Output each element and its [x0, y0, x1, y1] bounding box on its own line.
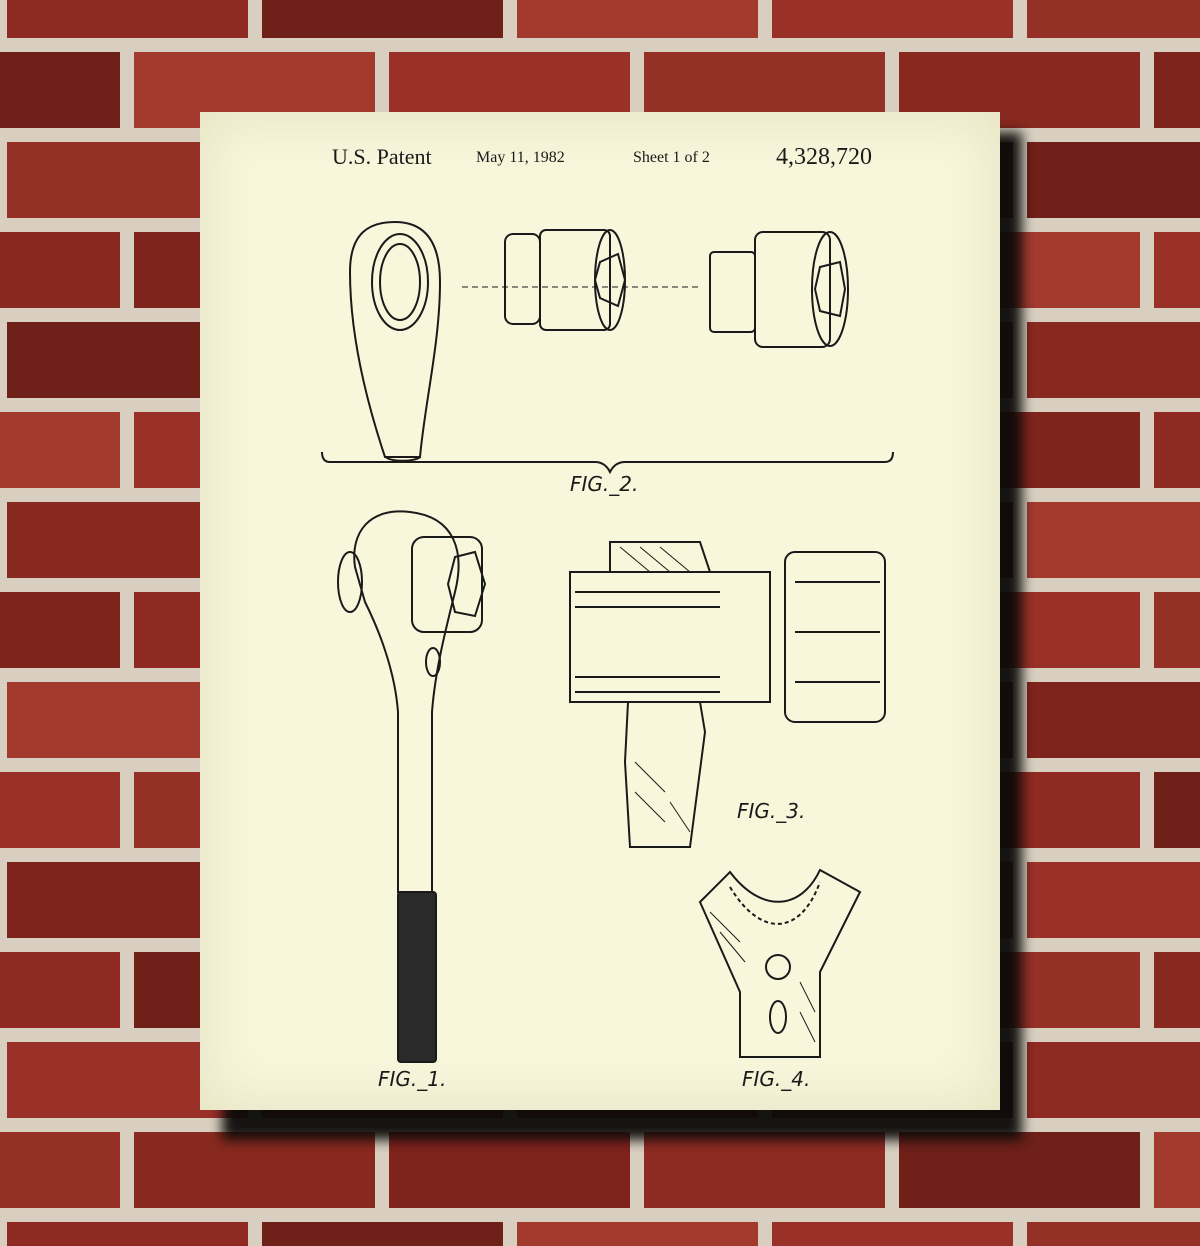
brick [644, 1132, 885, 1208]
patent-sheet: Sheet 1 of 2 [633, 149, 710, 166]
brick [7, 0, 248, 38]
fig4-section [698, 868, 862, 1058]
brick [1027, 862, 1200, 938]
brick [517, 1222, 758, 1246]
brick [772, 1222, 1013, 1246]
brick [1027, 322, 1200, 398]
brick [134, 1132, 375, 1208]
brick [0, 1132, 120, 1208]
brick [1154, 232, 1200, 308]
patent-date: May 11, 1982 [476, 149, 565, 166]
fig2-adapter [709, 231, 849, 348]
brick [1027, 142, 1200, 218]
brick [517, 0, 758, 38]
fig1-label: FIG._1. [378, 1067, 447, 1091]
brick [772, 0, 1013, 38]
brick [0, 412, 120, 488]
brick [1154, 592, 1200, 668]
brick [1027, 502, 1200, 578]
brick [262, 0, 503, 38]
brick [1154, 1132, 1200, 1208]
brick [1027, 1042, 1200, 1118]
fig2-label: FIG._2. [570, 472, 639, 496]
brick [1027, 682, 1200, 758]
brick [1154, 52, 1200, 128]
brick [7, 1222, 248, 1246]
patent-number: 4,328,720 [776, 144, 872, 170]
fig4-label: FIG._4. [742, 1067, 811, 1091]
patent-title: U.S. Patent [332, 144, 432, 169]
fig2-ratchet-head [348, 220, 442, 462]
brick [0, 952, 120, 1028]
brick [389, 1132, 630, 1208]
fig3-label: FIG._3. [737, 799, 806, 823]
brick [899, 1132, 1140, 1208]
patent-drawing [321, 220, 894, 1063]
brick [1154, 772, 1200, 848]
brick [1154, 412, 1200, 488]
fig2-socket [462, 229, 700, 331]
patent-poster: U.S. Patent May 11, 1982 Sheet 1 of 2 4,… [200, 112, 1000, 1110]
brick [262, 1222, 503, 1246]
brick [0, 52, 120, 128]
brick [0, 592, 120, 668]
fig2-bracket [321, 451, 894, 475]
brick [1154, 952, 1200, 1028]
brick [0, 232, 120, 308]
brick [0, 772, 120, 848]
fig1-ratchet-wrench [337, 510, 487, 1063]
brick [1027, 1222, 1200, 1246]
brick [1027, 0, 1200, 38]
fig3-section [569, 541, 886, 848]
